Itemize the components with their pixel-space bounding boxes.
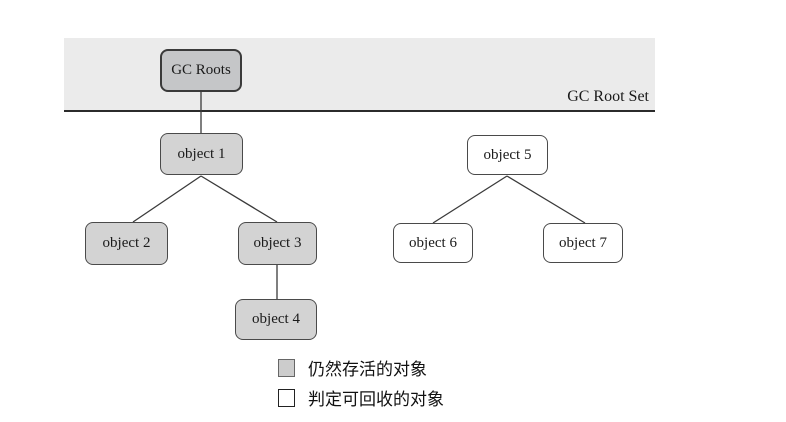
node-gc-roots-label: GC Roots xyxy=(171,62,231,78)
gc-root-set-label: GC Root Set xyxy=(567,88,649,105)
node-object-3-label: object 3 xyxy=(253,235,302,251)
node-object-6-label: object 6 xyxy=(409,234,457,251)
node-object-1: object 1 xyxy=(160,133,243,175)
legend-label-recyclable: 判定可回收的对象 xyxy=(308,390,444,409)
node-object-4-label: object 4 xyxy=(252,311,300,327)
gc-root-set-region: GC Root Set xyxy=(64,38,655,112)
node-object-5: object 5 xyxy=(467,135,548,175)
node-gc-roots: GC Roots xyxy=(160,49,242,92)
node-object-2: object 2 xyxy=(85,222,168,265)
node-object-7-label: object 7 xyxy=(559,234,607,251)
node-object-2-label: object 2 xyxy=(102,235,151,251)
edge-object1-object3 xyxy=(200,175,278,223)
edge-object5-object6 xyxy=(432,175,508,224)
legend: 仍然存活的对象 判定可回收的对象 xyxy=(278,355,444,410)
node-object-4: object 4 xyxy=(235,299,317,340)
legend-row-alive: 仍然存活的对象 xyxy=(278,355,444,380)
legend-label-alive: 仍然存活的对象 xyxy=(308,360,427,379)
node-object-3: object 3 xyxy=(238,222,317,265)
node-object-6: object 6 xyxy=(393,223,473,263)
node-object-7: object 7 xyxy=(543,223,623,263)
node-object-5-label: object 5 xyxy=(483,146,532,163)
edge-object5-object7 xyxy=(506,175,586,224)
legend-row-recyclable: 判定可回收的对象 xyxy=(278,385,444,410)
node-object-1-label: object 1 xyxy=(177,145,226,162)
edge-object1-object2 xyxy=(132,175,202,223)
alive-swatch-icon xyxy=(278,358,295,377)
recyclable-swatch-icon xyxy=(278,388,295,407)
